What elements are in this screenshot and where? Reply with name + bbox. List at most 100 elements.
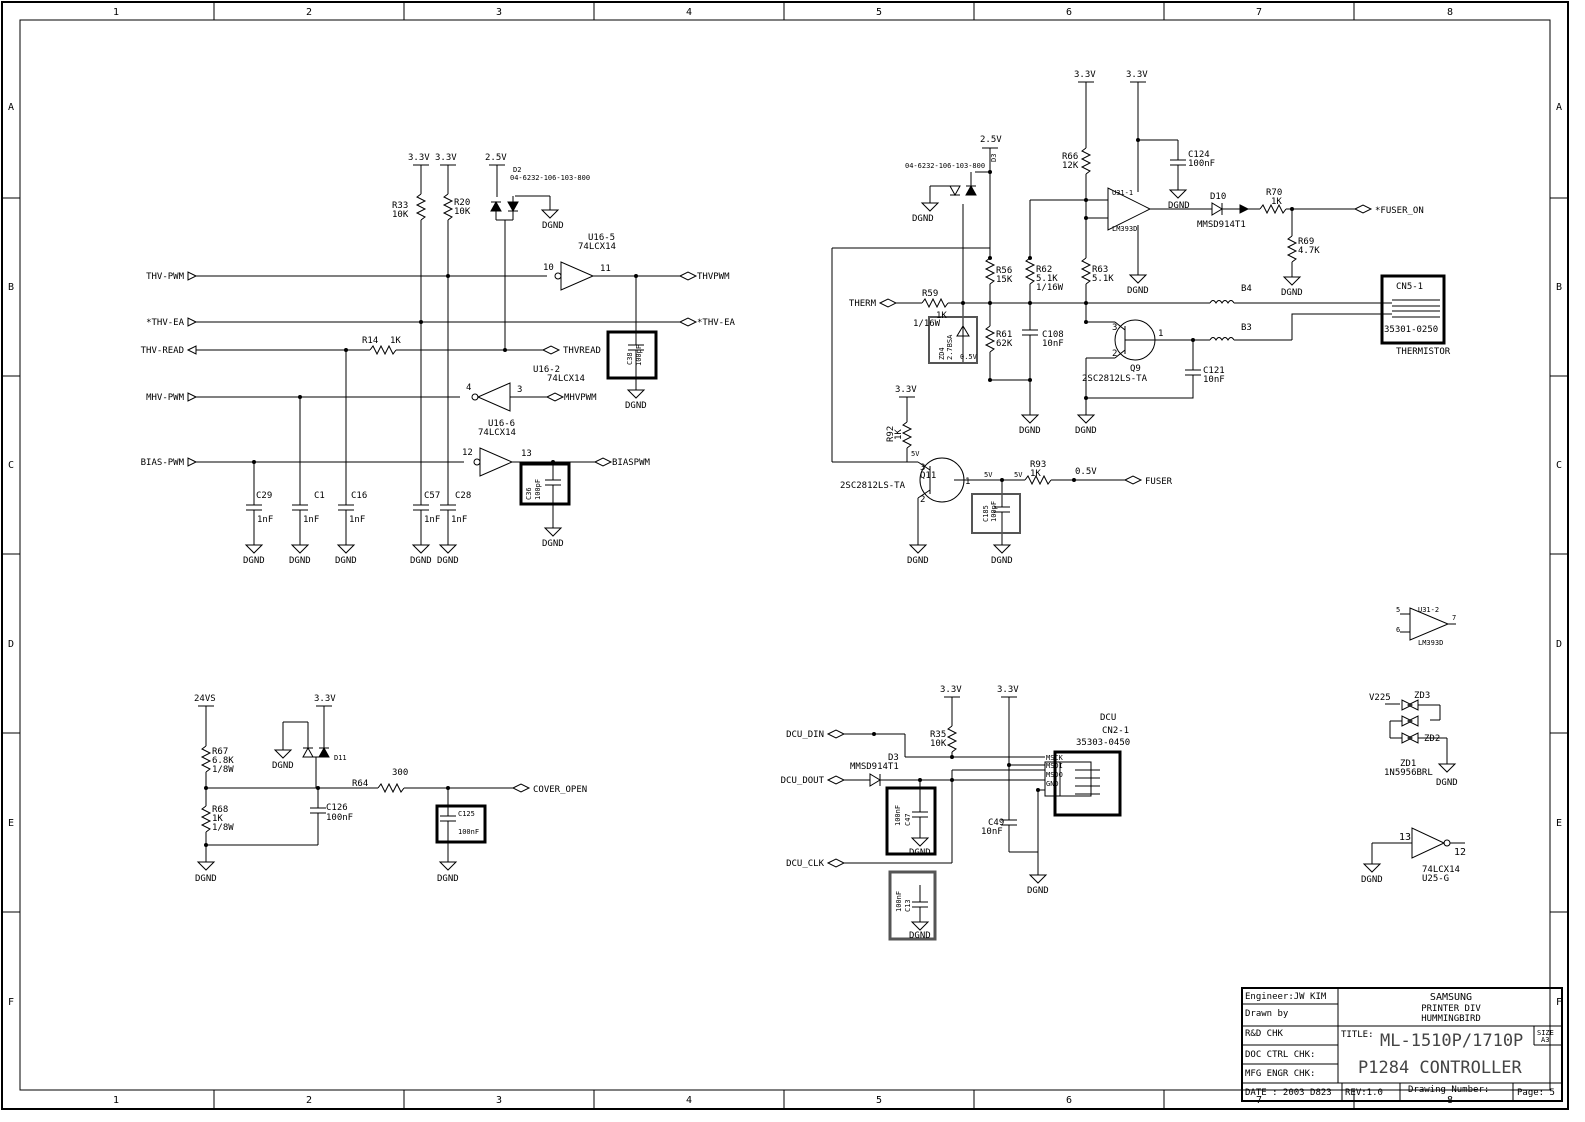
gnd-label: DGND bbox=[912, 214, 934, 224]
rev-field: REV:1.0 bbox=[1345, 1088, 1383, 1098]
pin-label: MSCK bbox=[1046, 754, 1064, 762]
ref-label: R14 bbox=[362, 336, 378, 346]
value-label: 1/8W bbox=[212, 823, 234, 833]
gnd-label: DGND bbox=[437, 556, 459, 566]
size-label: SIZE bbox=[1537, 1029, 1554, 1037]
local-net: BIASPWM bbox=[612, 458, 651, 468]
rd-chk-field: R&D CHK bbox=[1245, 1029, 1284, 1039]
pwr-label: 24VS bbox=[194, 694, 216, 704]
col-label: 6 bbox=[1066, 1095, 1072, 1106]
gnd-label: DGND bbox=[1281, 288, 1303, 298]
col-label: 4 bbox=[686, 7, 692, 18]
ref-label: ZD4 bbox=[938, 347, 946, 360]
ref-label: U16-2 bbox=[533, 365, 560, 375]
value-label: 1/16W bbox=[1036, 283, 1064, 293]
ref-label: U16-5 bbox=[588, 233, 615, 243]
ref-label: C36 bbox=[525, 487, 533, 500]
size-value: A3 bbox=[1541, 1036, 1549, 1044]
value-label: 1nF bbox=[303, 515, 319, 525]
col-label: 2 bbox=[306, 7, 312, 18]
ref-label: R66 bbox=[1062, 152, 1078, 162]
pwr-label: 3.3V bbox=[435, 153, 457, 163]
ref-label: R20 bbox=[454, 198, 470, 208]
value-label: 100pF bbox=[534, 479, 542, 500]
pin-label: MSDO bbox=[1046, 771, 1063, 779]
pin-label: 12 bbox=[1454, 847, 1466, 858]
ref-label: U31-2 bbox=[1418, 606, 1439, 614]
project-name: HUMMINGBIRD bbox=[1421, 1014, 1481, 1024]
col-label: 3 bbox=[496, 1095, 502, 1106]
pwr-label: 2.5V bbox=[485, 153, 507, 163]
value-label: 100nF bbox=[895, 891, 903, 912]
mfg-engr-field: MFG ENGR CHK: bbox=[1245, 1069, 1315, 1079]
gnd-label: DGND bbox=[1019, 426, 1041, 436]
gnd-label: DGND bbox=[1168, 201, 1190, 211]
ref-label: C47 bbox=[904, 813, 912, 826]
ref-label: R63 bbox=[1092, 265, 1108, 275]
col-label: 7 bbox=[1256, 7, 1262, 18]
value-label: 6.8K bbox=[212, 756, 234, 766]
pin-label: 6 bbox=[1396, 626, 1400, 634]
ref-label: C125 bbox=[458, 810, 475, 818]
pwr-label: 3.3V bbox=[408, 153, 430, 163]
ref-label: R93 bbox=[1030, 460, 1046, 470]
ref-label: Q9 bbox=[1130, 364, 1141, 374]
ref-label: C57 bbox=[424, 491, 440, 501]
pin-label: MSDI bbox=[1046, 762, 1063, 770]
col-label: 1 bbox=[113, 7, 119, 18]
net-dcu-din: DCU_DIN bbox=[786, 730, 824, 740]
value-label: 1nF bbox=[349, 515, 365, 525]
drawn-by-field: Drawn by bbox=[1245, 1009, 1289, 1019]
part-label: 74LCX14 bbox=[478, 428, 516, 438]
ref-label: B4 bbox=[1241, 284, 1252, 294]
value-label: 300 bbox=[392, 768, 408, 778]
division-name: PRINTER DIV bbox=[1421, 1004, 1481, 1014]
zd4-highlight bbox=[928, 316, 978, 364]
gnd-label: DGND bbox=[625, 401, 647, 411]
pwr-label: 3.3V bbox=[997, 685, 1019, 695]
ref-label: ZD2 bbox=[1424, 734, 1440, 744]
row-label: C bbox=[8, 460, 14, 471]
value-label: 1K bbox=[390, 336, 401, 346]
col-label: 5 bbox=[876, 7, 882, 18]
dcu-block: DCU_DIN DCU_DOUT DCU_CLK D3 MMSD914T1 3.… bbox=[781, 685, 1131, 941]
part-label: 2SC2812LS-TA bbox=[1082, 374, 1148, 384]
pin-label: 11 bbox=[600, 264, 611, 274]
ref-label: ZD1 bbox=[1400, 759, 1416, 769]
thv-block: THV-PWM *THV-EA THV-READ MHV-PWM BIAS-PW… bbox=[141, 153, 736, 566]
net-bias-pwm: BIAS-PWM bbox=[141, 458, 185, 468]
part-label: 1N5956BRL bbox=[1384, 768, 1433, 778]
pin-label: GND bbox=[1046, 780, 1059, 788]
pin-label: 4 bbox=[466, 383, 471, 393]
ref-label: U31-1 bbox=[1112, 189, 1133, 197]
value-label: 4.7K bbox=[1298, 246, 1320, 256]
value-label: 5V bbox=[984, 471, 993, 479]
ref-label: R69 bbox=[1298, 237, 1314, 247]
col-label: 8 bbox=[1447, 7, 1453, 18]
gnd-label: DGND bbox=[289, 556, 311, 566]
c13-highlight bbox=[888, 870, 937, 941]
value-label: 15K bbox=[996, 275, 1013, 285]
ref-label: DCU bbox=[1100, 713, 1116, 723]
ref-label: R92 bbox=[886, 426, 896, 442]
col-label: 1 bbox=[113, 1095, 119, 1106]
net-mhv-pwm: MHV-PWM bbox=[146, 393, 185, 403]
pwr-label: 3.3V bbox=[314, 694, 336, 704]
row-label: A bbox=[8, 102, 14, 113]
row-label: F bbox=[1556, 997, 1562, 1008]
ref-label: R33 bbox=[392, 201, 408, 211]
col-label: 4 bbox=[686, 1095, 692, 1106]
value-label: 100pF bbox=[990, 501, 998, 522]
page-field: Page: 5 bbox=[1517, 1088, 1555, 1098]
value-label: 2.7BSA bbox=[946, 334, 954, 360]
value-label: 1nF bbox=[451, 515, 467, 525]
ref-label: C108 bbox=[1042, 330, 1064, 340]
local-net: *THV-EA bbox=[697, 318, 736, 328]
pwr-label: 3.3V bbox=[1126, 70, 1148, 80]
ref-label: C1 bbox=[314, 491, 325, 501]
ref-label: R35 bbox=[930, 730, 946, 740]
ref-label: B3 bbox=[1241, 323, 1252, 333]
value-label: 1K bbox=[936, 311, 947, 321]
part-label: 04-6232-106-103-800 bbox=[905, 162, 985, 170]
